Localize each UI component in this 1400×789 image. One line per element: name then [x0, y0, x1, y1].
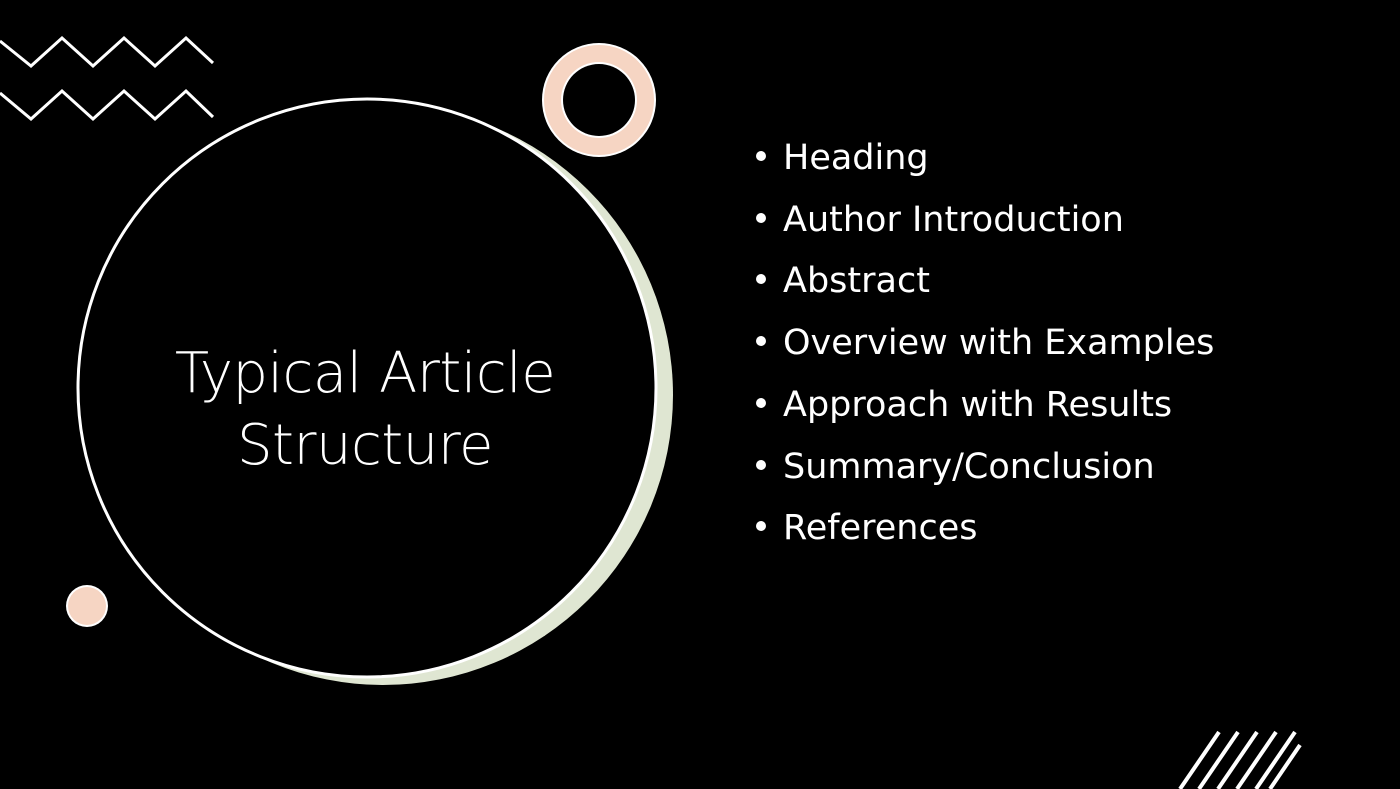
bullet-text: Abstract: [783, 261, 930, 302]
bullet-item-abstract: Abstract: [756, 251, 1214, 313]
bullet-list: Heading Author Introduction Abstract Ove…: [756, 128, 1214, 560]
bullet-text: Overview with Examples: [783, 323, 1215, 364]
bullet-item-heading: Heading: [756, 128, 1214, 190]
ring-icon: [542, 43, 656, 157]
bullet-icon: [756, 459, 766, 470]
slide-title-line-2: Structure: [236, 413, 494, 478]
bullet-text: Heading: [783, 138, 929, 178]
bullet-text: Summary/Conclusion: [783, 446, 1155, 487]
bullet-item-summary: Summary/Conclusion: [756, 437, 1214, 499]
bullet-icon: [756, 521, 766, 532]
bullet-icon: [756, 151, 766, 161]
slide-title-line-1: Typical Article: [174, 341, 556, 406]
bullet-item-author-introduction: Author Introduction: [756, 190, 1214, 252]
main-circle-outline: [76, 97, 658, 679]
dot-icon: [66, 585, 108, 627]
bullet-item-approach: Approach with Results: [756, 375, 1214, 437]
bullet-icon: [756, 336, 766, 347]
bullet-text: Author Introduction: [783, 199, 1124, 240]
diagonal-stripes-icon: [1178, 730, 1302, 789]
bullet-item-references: References: [756, 498, 1214, 560]
zigzag-lines-icon: [0, 35, 215, 122]
bullet-icon: [756, 397, 766, 408]
bullet-text: References: [783, 508, 978, 549]
bullet-icon: [756, 274, 766, 285]
bullet-item-overview: Overview with Examples: [756, 313, 1214, 375]
bullet-icon: [756, 212, 766, 223]
slide-title: Typical Article Structure: [160, 338, 570, 482]
bullet-text: Approach with Results: [783, 384, 1173, 425]
